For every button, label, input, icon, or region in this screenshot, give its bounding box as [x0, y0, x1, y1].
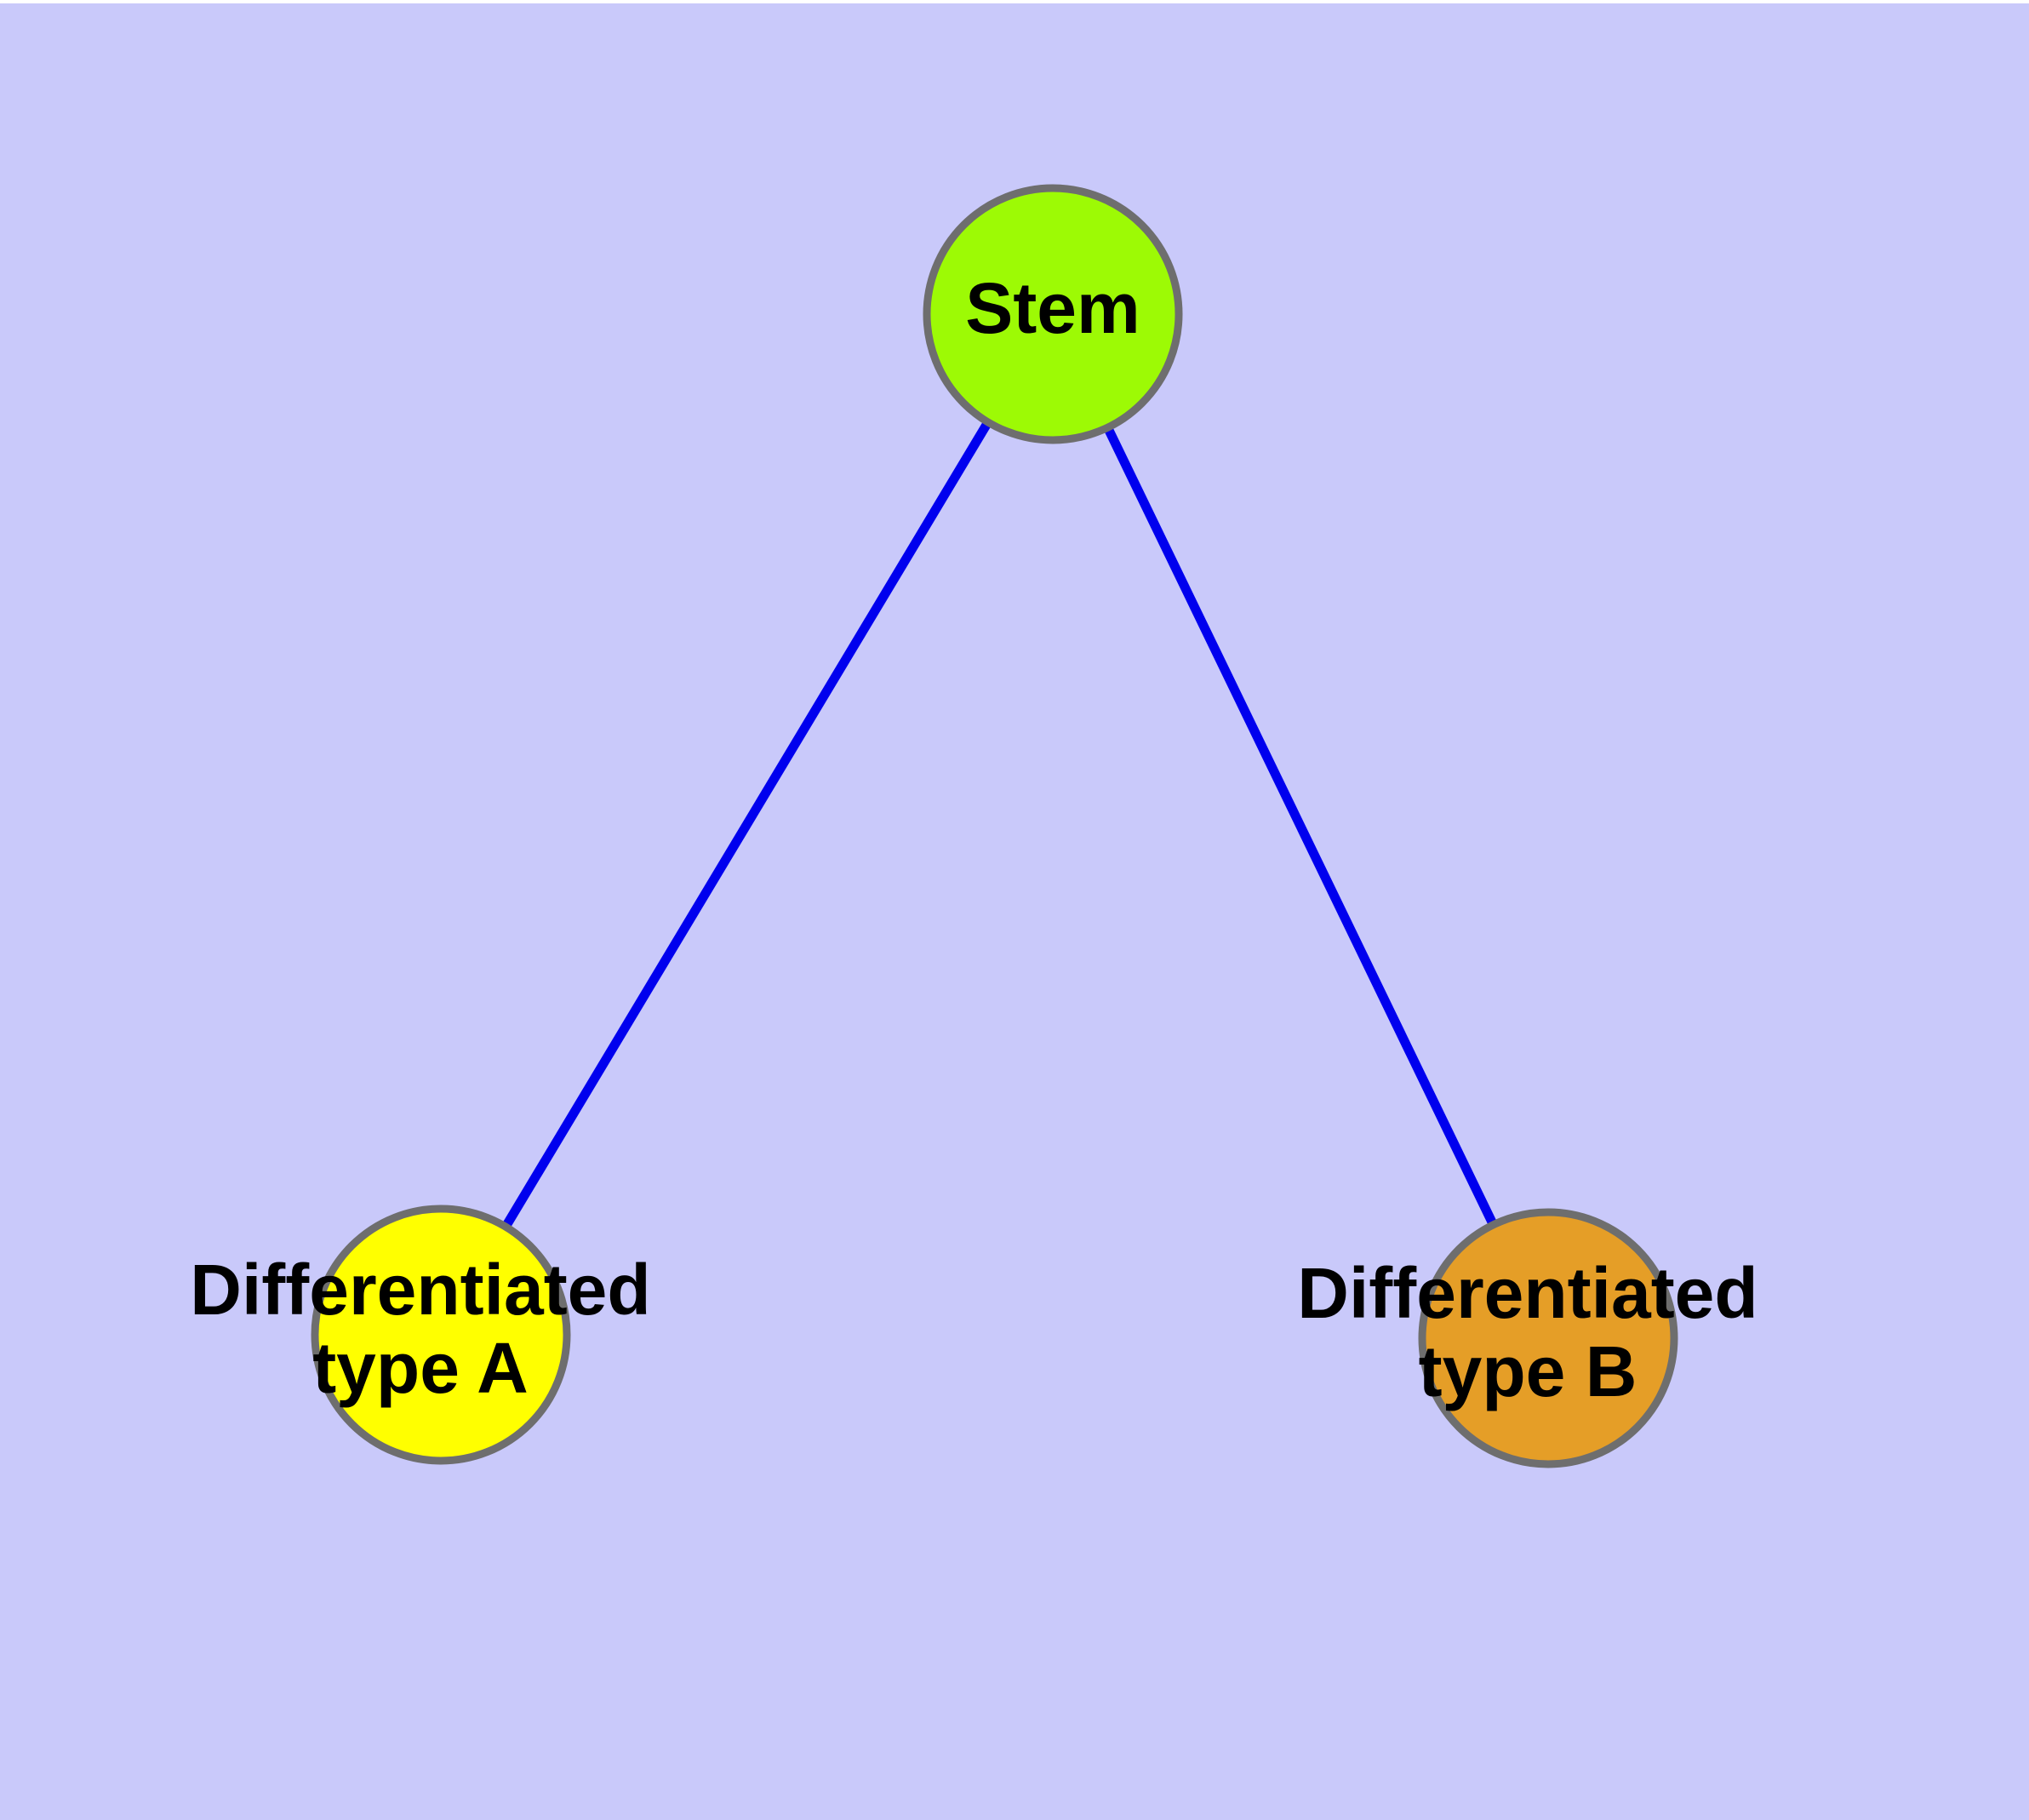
edge-stem-diff-a[interactable] [437, 312, 1057, 1337]
edges-layer [437, 312, 1552, 1341]
node-circle-diff_b[interactable] [1418, 1208, 1678, 1468]
node-circle-diff_a[interactable] [311, 1205, 571, 1465]
edge-stem-diff-b[interactable] [1049, 312, 1552, 1341]
node-circle-stem[interactable] [923, 184, 1183, 444]
nodes-layer [311, 184, 1678, 1468]
